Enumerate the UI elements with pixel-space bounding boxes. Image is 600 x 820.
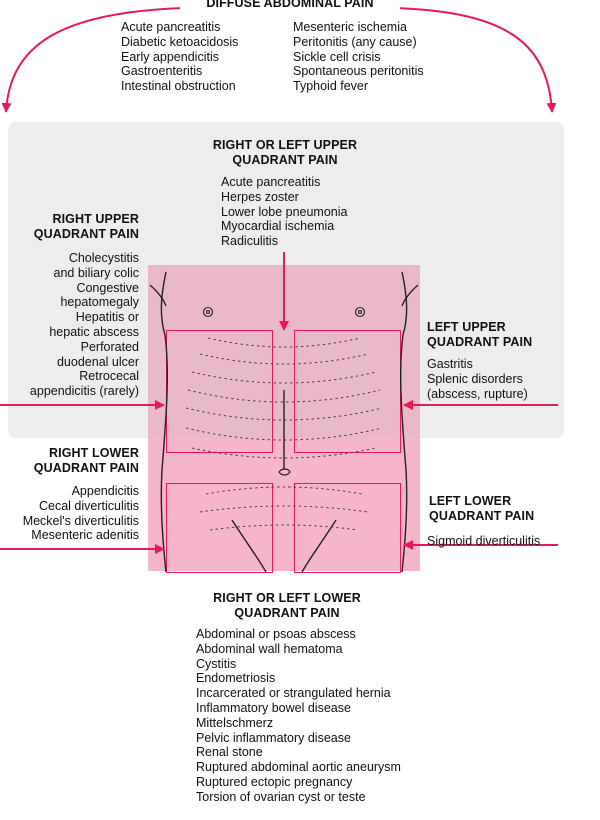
rl-lower-list: Abdominal or psoas abscess Abdominal wal… bbox=[196, 627, 401, 805]
diffuse-left-list: Acute pancreatitis Diabetic ketoacidosis… bbox=[121, 20, 238, 94]
list-item: Myocardial ischemia bbox=[221, 219, 335, 234]
list-item: Perforated bbox=[80, 339, 139, 354]
list-item: Radiculitis bbox=[221, 234, 278, 249]
right-lower-title: RIGHT LOWER QUADRANT PAIN bbox=[33, 446, 139, 475]
list-item: Peritonitis (any cause) bbox=[293, 34, 417, 49]
list-item: Hepatitis or bbox=[75, 310, 139, 325]
list-item: Incarcerated or strangulated hernia bbox=[196, 686, 391, 701]
list-item: Early appendicitis bbox=[121, 49, 219, 64]
rl-lower-title: RIGHT OR LEFT LOWER QUADRANT PAIN bbox=[213, 591, 361, 620]
rib-lines bbox=[185, 337, 383, 531]
left-upper-title: LEFT UPPER QUADRANT PAIN bbox=[427, 320, 533, 349]
navel bbox=[278, 468, 291, 476]
list-item: Typhoid fever bbox=[293, 79, 369, 94]
left-lower-list: Sigmoid diverticulitis bbox=[427, 534, 540, 549]
list-item: Diabetic ketoacidosis bbox=[121, 34, 239, 49]
list-item: Congestive bbox=[76, 280, 139, 295]
list-item: (abscess, rupture) bbox=[427, 386, 528, 401]
list-item: Pelvic inflammatory disease bbox=[196, 730, 351, 745]
list-item: Cholecystitis bbox=[68, 251, 139, 265]
rl-upper-title: RIGHT OR LEFT UPPER QUADRANT PAIN bbox=[212, 138, 358, 167]
rl-upper-list: Acute pancreatitis Herpes zoster Lower l… bbox=[221, 175, 347, 249]
list-item: Lower lobe pneumonia bbox=[221, 204, 348, 219]
list-item: Abdominal or psoas abscess bbox=[196, 627, 356, 641]
list-item: Ruptured ectopic pregnancy bbox=[196, 774, 353, 789]
list-item: Abdominal wall hematoma bbox=[196, 641, 343, 656]
list-item: appendicitis (rarely) bbox=[29, 384, 139, 399]
list-item: duodenal ulcer bbox=[56, 354, 139, 369]
torso-outline bbox=[149, 271, 419, 573]
left-upper-list: Gastritis Splenic disorders (abscess, ru… bbox=[427, 357, 528, 401]
list-item: Mesenteric ischemia bbox=[293, 20, 407, 34]
right-upper-title: RIGHT UPPER QUADRANT PAIN bbox=[33, 212, 139, 241]
list-item: Intestinal obstruction bbox=[121, 79, 236, 94]
list-item: Spontaneous peritonitis bbox=[293, 64, 424, 79]
right-upper-list: Cholecystitis and biliary colic Congesti… bbox=[0, 251, 139, 399]
list-item: Gastritis bbox=[427, 357, 473, 371]
right-lower-list: Appendicitis Cecal diverticulitis Meckel… bbox=[0, 484, 139, 543]
list-item: Mittelschmerz bbox=[196, 715, 274, 730]
right-lower-quadrant-box bbox=[166, 483, 273, 573]
list-item: Torsion of ovarian cyst or teste bbox=[196, 789, 366, 804]
left-lower-quadrant-box bbox=[294, 483, 401, 573]
list-item: Retrocecal bbox=[79, 369, 139, 384]
list-item: Mesenteric adenitis bbox=[31, 528, 139, 543]
nipples bbox=[202, 306, 366, 318]
list-item: Renal stone bbox=[196, 745, 263, 760]
list-item: Sickle cell crisis bbox=[293, 49, 381, 64]
list-item: Acute pancreatitis bbox=[221, 175, 321, 189]
list-item: Endometriosis bbox=[196, 671, 276, 686]
diffuse-right-list: Mesenteric ischemia Peritonitis (any cau… bbox=[293, 20, 424, 94]
list-item: hepatomegaly bbox=[60, 295, 139, 310]
list-item: hepatic abscess bbox=[49, 324, 139, 339]
list-item: Inflammatory bowel disease bbox=[196, 700, 351, 715]
list-item: and biliary colic bbox=[53, 265, 139, 280]
list-item: Cystitis bbox=[196, 656, 237, 671]
list-item: Cecal diverticulitis bbox=[38, 498, 139, 513]
left-lower-title: LEFT LOWER QUADRANT PAIN bbox=[429, 494, 535, 523]
diffuse-arrow-right bbox=[394, 7, 557, 113]
diffuse-arrow-left bbox=[1, 7, 186, 113]
list-item: Splenic disorders bbox=[427, 371, 523, 386]
list-item: Appendicitis bbox=[71, 484, 139, 498]
list-item: Herpes zoster bbox=[221, 189, 299, 204]
list-item: Acute pancreatitis bbox=[121, 20, 221, 34]
list-item: Meckel's diverticulitis bbox=[22, 513, 139, 528]
list-item: Sigmoid diverticulitis bbox=[427, 534, 541, 548]
diffuse-title: DIFFUSE ABDOMINAL PAIN bbox=[180, 0, 400, 11]
list-item: Gastroenteritis bbox=[121, 64, 203, 79]
list-item: Ruptured abdominal aortic aneurysm bbox=[196, 760, 401, 775]
